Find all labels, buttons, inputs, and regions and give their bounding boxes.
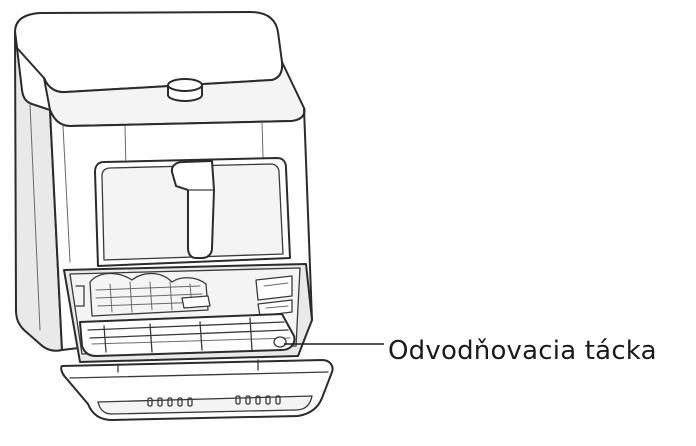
drip-tray [79, 313, 296, 357]
fryer-lid [14, 11, 306, 127]
vent-slots-right [235, 395, 281, 405]
callout-label-drip-tray: Odvodňovacia tácka [388, 336, 657, 366]
open-door-flap [60, 359, 334, 421]
control-knob-icon [167, 78, 203, 102]
vent-slots-left [147, 397, 193, 407]
basket-handle [170, 160, 215, 259]
